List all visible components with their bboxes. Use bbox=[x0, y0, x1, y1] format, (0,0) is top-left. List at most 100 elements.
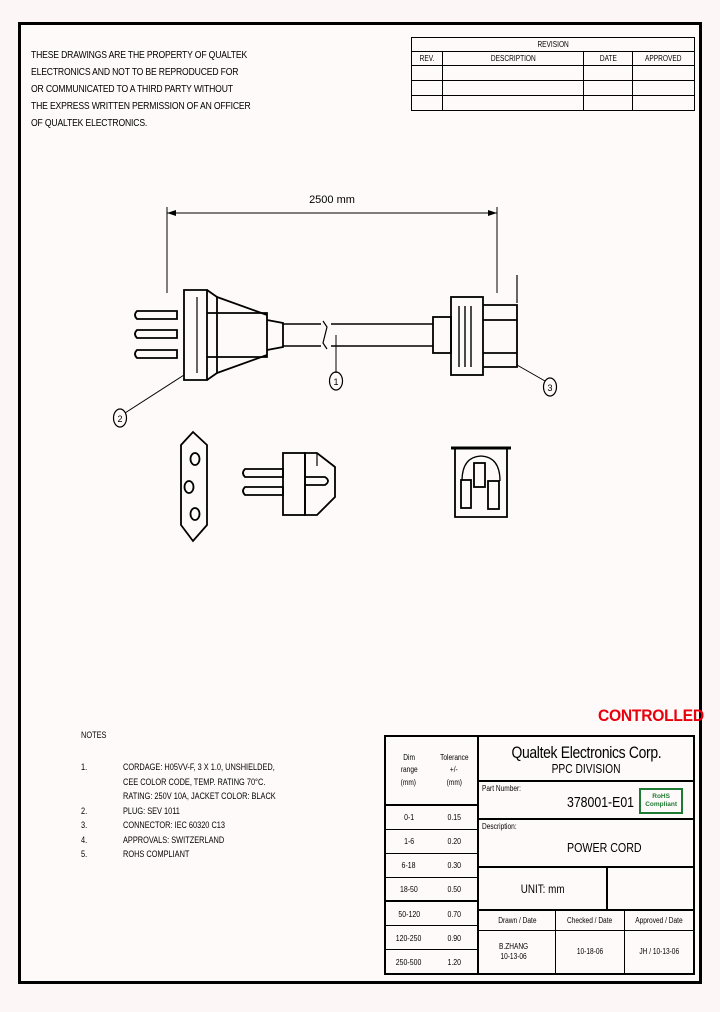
tolerance-header-tol: Tolerance +/- (mm) bbox=[440, 752, 469, 787]
table-row: 120-250 0.90 bbox=[386, 926, 477, 951]
balloon-3-label: 3 bbox=[547, 383, 552, 393]
revision-title-row: REVISION bbox=[411, 37, 695, 52]
revision-col-approved: APPROVED bbox=[632, 51, 695, 66]
table-row: 18-50 0.50 bbox=[386, 878, 477, 903]
rev-cell-appr-1[interactable] bbox=[632, 65, 695, 81]
note-4-line-1: APPROVALS: SWITZERLAND bbox=[123, 834, 225, 845]
note-number-2: 2. bbox=[81, 805, 88, 816]
cable bbox=[283, 320, 433, 350]
approved-header: Approved / Date bbox=[635, 916, 683, 925]
tolerance-header-dim: Dim range (mm) bbox=[400, 752, 418, 787]
plug-side-view bbox=[242, 452, 336, 516]
unit-row-blank-cell bbox=[608, 868, 693, 909]
revision-col-rev: REV. bbox=[411, 51, 443, 66]
note-2-line-1: PLUG: SEV 1011 bbox=[123, 805, 180, 816]
drawn-header: Drawn / Date bbox=[479, 911, 556, 930]
checked-header: Checked / Date bbox=[556, 911, 625, 930]
list-item: 1. CORDAGE: H05VV-F, 3 X 1.0, UNSHIELDED… bbox=[81, 760, 381, 804]
drawn-date: 10-13-06 bbox=[500, 952, 527, 961]
part-number-label: Part Number: bbox=[482, 784, 522, 793]
rev-cell-date-2[interactable] bbox=[583, 80, 633, 96]
description-value: POWER CORD bbox=[567, 840, 642, 855]
part-number-value: 378001-E01 bbox=[567, 794, 635, 811]
note-1-line-3: RATING: 250V 10A, JACKET COLOR: BLACK bbox=[123, 791, 276, 801]
note-number-5: 5. bbox=[81, 849, 88, 859]
disclaimer-note: THESE DRAWINGS ARE THE PROPERTY OF QUALT… bbox=[31, 47, 281, 132]
rev-cell-rev-3[interactable] bbox=[411, 95, 443, 111]
title-block: Dim range (mm) Tolerance +/- (mm) 0-1 0.… bbox=[384, 735, 695, 975]
disclaimer-line-4: THE EXPRESS WRITTEN PERMISSION OF AN OFF… bbox=[31, 100, 251, 112]
drawing-sheet: THESE DRAWINGS ARE THE PROPERTY OF QUALT… bbox=[18, 22, 704, 984]
approved-value: JH / 10-13-06 bbox=[639, 947, 679, 956]
tol-range-5: 50-120 bbox=[397, 908, 420, 919]
overall-dimension bbox=[166, 207, 498, 293]
rev-cell-appr-3[interactable] bbox=[632, 95, 695, 111]
controlled-stamp: CONTROLLED bbox=[598, 706, 704, 725]
note-1-line-2: CEE COLOR CODE, TEMP. RATING 70°C. bbox=[123, 776, 266, 787]
tol-value-3: 0.30 bbox=[447, 860, 462, 871]
rev-cell-date-1[interactable] bbox=[583, 65, 633, 81]
unit-value: UNIT: mm bbox=[479, 868, 608, 909]
tol-range-3: 6-18 bbox=[401, 860, 416, 871]
note-body-3: CONNECTOR: IEC 60320 C13 bbox=[123, 818, 381, 833]
table-row[interactable] bbox=[411, 80, 695, 96]
unit-row: UNIT: mm bbox=[479, 868, 693, 911]
revision-title: REVISION bbox=[411, 37, 695, 52]
title-block-main: Qualtek Electronics Corp. PPC DIVISION P… bbox=[479, 737, 693, 973]
note-body-1: CORDAGE: H05VV-F, 3 X 1.0, UNSHIELDED, C… bbox=[123, 760, 381, 804]
company-header: Qualtek Electronics Corp. PPC DIVISION bbox=[479, 737, 693, 782]
rev-cell-rev-1[interactable] bbox=[411, 65, 443, 81]
rev-cell-desc-2[interactable] bbox=[442, 80, 584, 96]
table-row[interactable] bbox=[411, 65, 695, 81]
revision-col-date: DATE bbox=[583, 51, 633, 66]
note-number-4: 4. bbox=[81, 834, 88, 845]
company-name: Qualtek Electronics Corp. bbox=[511, 742, 661, 762]
rohs-line-2: Compliant bbox=[645, 801, 677, 808]
rev-cell-appr-2[interactable] bbox=[632, 80, 695, 96]
drawn-by: B.ZHANG bbox=[499, 942, 529, 951]
disclaimer-line-3: OR COMMUNICATED TO A THIRD PARTY WITHOUT bbox=[31, 83, 233, 95]
tol-range-7: 250-500 bbox=[395, 956, 422, 967]
tol-value-1: 0.15 bbox=[447, 812, 462, 823]
note-body-2: PLUG: SEV 1011 bbox=[123, 804, 381, 819]
table-row: 6-18 0.30 bbox=[386, 854, 477, 878]
note-body-5: ROHS COMPLIANT bbox=[123, 847, 381, 862]
part-number-row: Part Number: 378001-E01 RoHS Compliant bbox=[479, 782, 693, 820]
rev-cell-desc-3[interactable] bbox=[442, 95, 584, 111]
connector-face-view bbox=[451, 446, 511, 518]
list-item: 2. PLUG: SEV 1011 bbox=[81, 804, 381, 819]
disclaimer-line-2: ELECTRONICS AND NOT TO BE REPRODUCED FOR bbox=[31, 66, 239, 78]
note-3-line-1: CONNECTOR: IEC 60320 C13 bbox=[123, 820, 226, 830]
signature-value-row: B.ZHANG 10-13-06 10-18-06 JH / 10-13-06 bbox=[479, 931, 693, 973]
connector-iec-c13 bbox=[432, 275, 518, 376]
tolerance-table: Dim range (mm) Tolerance +/- (mm) 0-1 0.… bbox=[386, 737, 479, 973]
balloon-3 bbox=[542, 377, 558, 397]
drawn-value: B.ZHANG 10-13-06 bbox=[479, 931, 556, 973]
balloon-2 bbox=[112, 408, 128, 428]
revision-table: REVISION REV. DESCRIPTION DATE APPROVED bbox=[411, 37, 695, 111]
tol-range-6: 120-250 bbox=[395, 932, 422, 943]
description-label: Description: bbox=[482, 822, 517, 831]
overall-dimension-label: 2500 mm bbox=[309, 194, 355, 206]
checked-value: 10-18-06 bbox=[556, 931, 625, 973]
tol-value-2: 0.20 bbox=[447, 836, 462, 847]
tol-value-7: 1.20 bbox=[447, 956, 462, 967]
rohs-line-1: RoHS bbox=[652, 793, 670, 800]
disclaimer-line-1: THESE DRAWINGS ARE THE PROPERTY OF QUALT… bbox=[31, 49, 248, 61]
rev-cell-desc-1[interactable] bbox=[442, 65, 584, 81]
rev-cell-date-3[interactable] bbox=[583, 95, 633, 111]
balloon-1 bbox=[328, 371, 344, 391]
note-5-line-1: ROHS COMPLIANT bbox=[123, 849, 190, 859]
note-number-3: 3. bbox=[81, 820, 88, 830]
plug-front-view bbox=[180, 430, 208, 543]
tol-value-6: 0.90 bbox=[447, 932, 462, 943]
company-division: PPC DIVISION bbox=[551, 761, 621, 776]
tol-range-1: 0-1 bbox=[403, 812, 414, 823]
notes-title: NOTES bbox=[81, 730, 107, 740]
tol-range-2: 1-6 bbox=[403, 836, 414, 847]
note-number-1: 1. bbox=[81, 762, 88, 772]
table-row[interactable] bbox=[411, 95, 695, 111]
balloon-2-label: 2 bbox=[117, 414, 122, 424]
rev-cell-rev-2[interactable] bbox=[411, 80, 443, 96]
revision-header-row: REV. DESCRIPTION DATE APPROVED bbox=[411, 51, 695, 66]
